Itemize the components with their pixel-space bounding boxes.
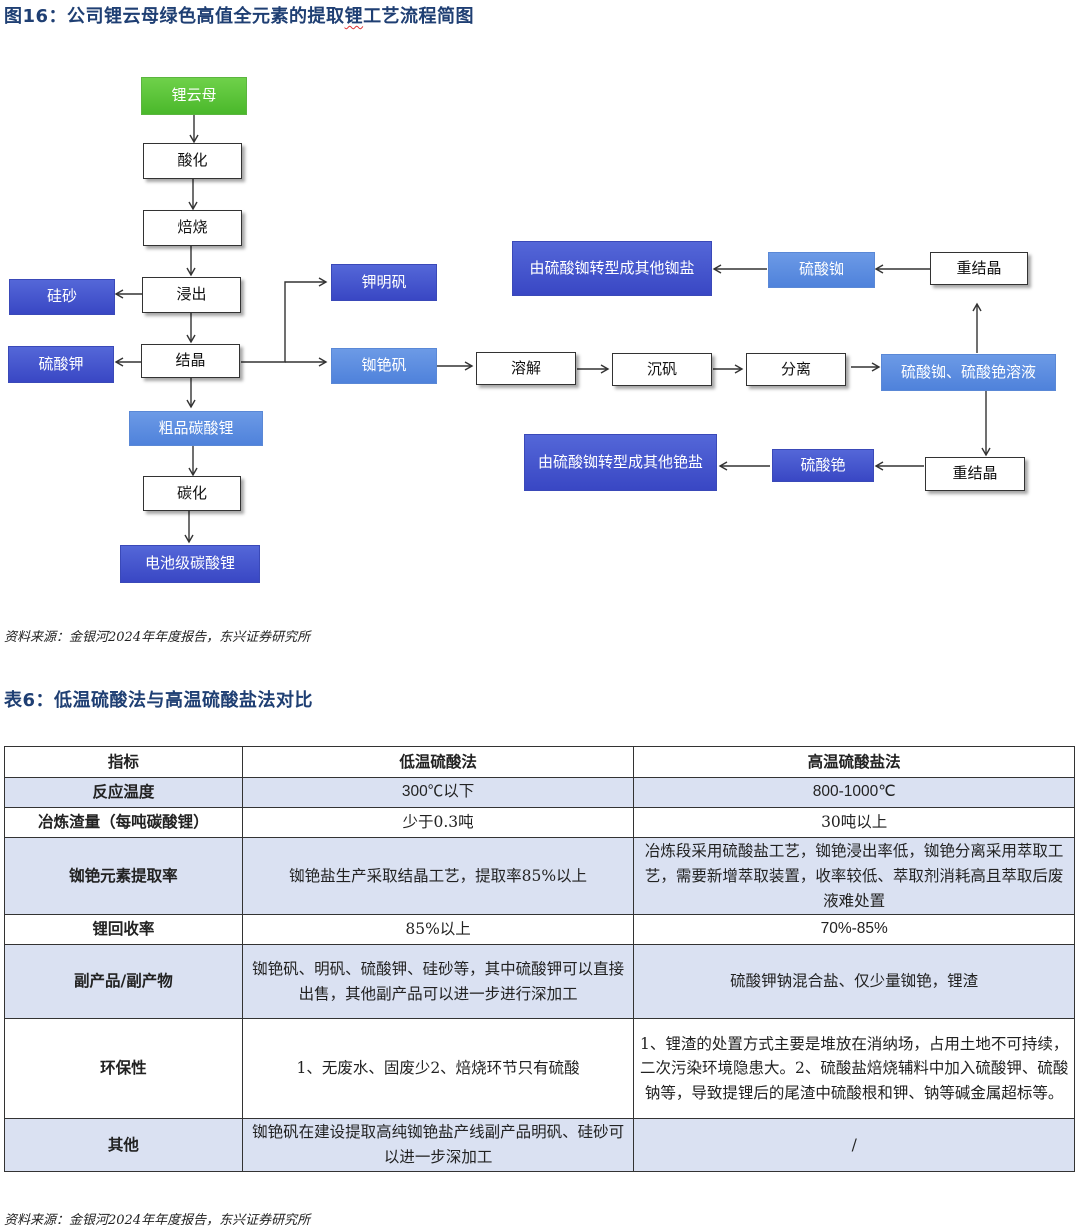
node-dissolution: 溶解 [476, 352, 576, 385]
row-label: 反应温度 [4, 777, 243, 808]
node-rubidium-cesium-alum: 铷铯矾 [331, 348, 437, 384]
cell-high-temp: 硫酸钾钠混合盐、仅少量铷铯，锂渣 [633, 944, 1075, 1020]
arrow-crystallization-alum [241, 277, 328, 363]
cell-high-temp: 800-1000℃ [633, 777, 1075, 808]
row-label: 铷铯元素提取率 [4, 836, 243, 916]
cell-low-temp: 300℃以下 [241, 777, 635, 808]
table-row: 副产品/副产物 铷铯矾、明矾、硫酸钾、硅砂等，其中硫酸钾可以直接出售，其他副产品… [4, 944, 1075, 1020]
table-row: 冶炼渣量（每吨碳酸锂） 少于0.3吨 30吨以上 [4, 807, 1075, 838]
node-cesium-sulfate: 硫酸铯 [772, 449, 874, 482]
node-other-cesium-salts: 由硫酸铷转型成其他铯盐 [524, 434, 717, 491]
cell-high-temp: 冶炼段采用硫酸盐工艺，铷铯浸出率低，铷铯分离采用萃取工艺，需要新增萃取装置，收率… [633, 836, 1075, 916]
header-low-temp-sulfuric: 低温硫酸法 [241, 746, 635, 778]
table-row: 锂回收率 85%以上 70%-85% [4, 914, 1075, 946]
node-carbonization: 碳化 [143, 476, 241, 511]
table-source-note: 资料来源：金银河2024年年度报告，东兴证券研究所 [4, 1213, 311, 1228]
table-row: 反应温度 300℃以下 800-1000℃ [4, 777, 1075, 808]
cell-low-temp: 铷铯盐生产采取结晶工艺，提取率85%以上 [241, 836, 635, 916]
row-label: 副产品/副产物 [4, 944, 243, 1020]
row-label: 其他 [4, 1118, 243, 1172]
cell-high-temp: 30吨以上 [633, 807, 1075, 838]
node-alum-precipitation: 沉矾 [612, 353, 712, 386]
node-rubidium-sulfate: 硫酸铷 [768, 252, 875, 288]
figure-title: 图16：公司锂云母绿色高值全元素的提取锂工艺流程简图 [4, 2, 474, 28]
node-recrystallization-cs: 重结晶 [925, 457, 1025, 491]
table-row: 环保性 1、无废水、固废少2、焙烧环节只有硫酸 1、锂渣的处置方式主要是堆放在消… [4, 1018, 1075, 1120]
cell-low-temp: 85%以上 [241, 914, 635, 946]
row-label: 锂回收率 [4, 914, 243, 946]
table-row: 其他 铷铯矾在建设提取高纯铷铯盐产线副产品明矾、硅砂可以进一步深加工 / [4, 1118, 1075, 1172]
comparison-table: 指标 低温硫酸法 高温硫酸盐法 反应温度 300℃以下 800-1000℃ 冶炼… [4, 746, 1075, 1172]
node-recrystallization-rb: 重结晶 [930, 252, 1028, 285]
figure-title-text-end: 工艺流程简图 [363, 6, 475, 27]
header-high-temp-sulfate: 高温硫酸盐法 [633, 746, 1075, 778]
node-acidification: 酸化 [143, 143, 242, 179]
table-header-row: 指标 低温硫酸法 高温硫酸盐法 [4, 746, 1075, 778]
cell-high-temp: / [633, 1118, 1075, 1172]
figure-title-text: 图16：公司锂云母绿色高值全元素的提取 [4, 6, 345, 27]
node-crude-lithium-carbonate: 粗品碳酸锂 [129, 411, 263, 446]
flow-arrows [114, 114, 991, 544]
cell-low-temp: 铷铯矾在建设提取高纯铷铯盐产线副产品明矾、硅砂可以进一步深加工 [241, 1118, 635, 1172]
table-row: 铷铯元素提取率 铷铯盐生产采取结晶工艺，提取率85%以上 冶炼段采用硫酸盐工艺，… [4, 836, 1075, 916]
table-title: 表6：低温硫酸法与高温硫酸盐法对比 [4, 690, 314, 711]
cell-low-temp: 少于0.3吨 [241, 807, 635, 838]
node-rb-cs-sulfate-solution: 硫酸铷、硫酸铯溶液 [881, 354, 1056, 391]
cell-low-temp: 铷铯矾、明矾、硫酸钾、硅砂等，其中硫酸钾可以直接出售，其他副产品可以进一步进行深… [241, 944, 635, 1020]
row-label: 环保性 [4, 1018, 243, 1120]
node-silica-sand: 硅砂 [9, 279, 115, 315]
node-crystallization: 结晶 [141, 344, 240, 378]
node-roasting: 焙烧 [143, 210, 242, 246]
cell-high-temp: 70%-85% [633, 914, 1075, 946]
node-leaching: 浸出 [142, 277, 241, 313]
process-flowchart: 锂云母 酸化 焙烧 浸出 硅砂 结晶 硫酸钾 钾明矾 铷铯矾 粗品碳酸锂 碳化 … [0, 60, 1080, 600]
node-lepidolite: 锂云母 [141, 77, 247, 115]
node-separation: 分离 [746, 353, 846, 386]
row-label: 冶炼渣量（每吨碳酸锂） [4, 807, 243, 838]
header-indicator: 指标 [4, 746, 243, 778]
node-battery-lithium-carbonate: 电池级碳酸锂 [120, 545, 260, 583]
node-potassium-sulfate: 硫酸钾 [8, 346, 114, 383]
spellcheck-flagged-char: 锂 [344, 6, 364, 27]
cell-low-temp: 1、无废水、固废少2、焙烧环节只有硫酸 [241, 1018, 635, 1120]
node-potassium-alum: 钾明矾 [331, 264, 437, 301]
node-other-rubidium-salts: 由硫酸铷转型成其他铷盐 [512, 241, 712, 296]
cell-high-temp: 1、锂渣的处置方式主要是堆放在消纳场，占用土地不可持续，二次污染环境隐患大。2、… [633, 1018, 1075, 1120]
figure-source-note: 资料来源：金银河2024年年度报告，东兴证券研究所 [4, 630, 311, 645]
